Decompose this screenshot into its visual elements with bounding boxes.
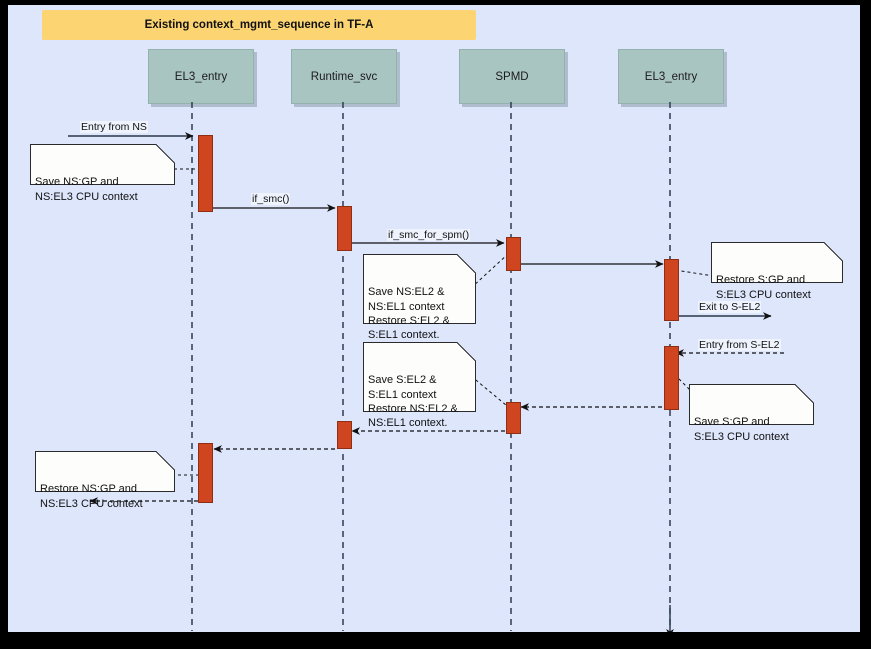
- message-label-if-smc-for-spm: if_smc_for_spm(): [387, 229, 471, 241]
- diagram-title-banner: Existing context_mgmt_sequence in TF-A: [42, 10, 476, 40]
- note-fold-icon: [156, 451, 175, 470]
- lifeline-label: EL3_entry: [644, 70, 698, 83]
- message-label-entry-from-ns: Entry from NS: [80, 121, 148, 133]
- activation-bar-spmd-2: [506, 402, 521, 434]
- lifeline-dashes: [191, 102, 671, 631]
- diagram-vector-layer: [68, 102, 784, 632]
- lifeline-box-spmd[interactable]: SPMD: [459, 49, 565, 104]
- note-restore-s-gp-el3: Restore S:GP and S:EL3 CPU context: [711, 242, 843, 301]
- lifeline-label: SPMD: [495, 70, 529, 83]
- note-fold-icon: [457, 254, 476, 273]
- activation-bar-el3entry-2-first: [664, 259, 679, 321]
- note-text: Save NS:GP and NS:EL3 CPU context: [35, 176, 138, 203]
- note-text: Save NS:EL2 & NS:EL1 context Restore S:E…: [368, 286, 450, 342]
- lifeline-label: Runtime_svc: [310, 70, 378, 83]
- note-fold-icon: [795, 384, 814, 403]
- lifeline-box-runtime-svc[interactable]: Runtime_svc: [291, 49, 397, 104]
- note-save-s-gp-el3: Save S:GP and S:EL3 CPU context: [689, 384, 814, 443]
- activation-bar-runtime-svc-1: [337, 206, 352, 251]
- activation-bar-el3entry-1: [198, 135, 213, 212]
- note-save-ns-gp-el3: Save NS:GP and NS:EL3 CPU context: [30, 144, 175, 203]
- activation-bar-spmd-1: [506, 237, 521, 271]
- note-restore-ns-gp-el3: Restore NS:GP and NS:EL3 CPU context: [35, 451, 175, 510]
- note-save-ns-el2-restore-s-el2: Save NS:EL2 & NS:EL1 context Restore S:E…: [363, 254, 476, 341]
- activation-bar-el3entry-1-second: [198, 443, 213, 503]
- note-fold-icon: [457, 342, 476, 361]
- activation-bar-runtime-svc-2: [337, 421, 352, 449]
- diagram-canvas: Existing context_mgmt_sequence in TF-A E…: [8, 5, 860, 632]
- message-label-exit-to-sel2: Exit to S-EL2: [698, 301, 762, 313]
- note-fold-icon: [824, 242, 843, 261]
- note-text: Restore S:GP and S:EL3 CPU context: [716, 274, 811, 301]
- diagram-title: Existing context_mgmt_sequence in TF-A: [144, 19, 374, 31]
- lifeline-box-el3-entry-1[interactable]: EL3_entry: [148, 49, 254, 104]
- activation-bar-el3entry-2-second: [664, 346, 679, 410]
- message-label-entry-from-sel2: Entry from S-EL2: [698, 339, 781, 351]
- lifeline-label: EL3_entry: [174, 70, 228, 83]
- note-text: Save S:EL2 & S:EL1 context Restore NS:EL…: [368, 374, 458, 430]
- message-label-if-smc: if_smc(): [251, 193, 291, 205]
- note-fold-icon: [156, 144, 175, 163]
- note-text: Save S:GP and S:EL3 CPU context: [694, 416, 789, 443]
- lifeline-box-el3-entry-2[interactable]: EL3_entry: [618, 49, 724, 104]
- note-save-s-el2-restore-ns-el2: Save S:EL2 & S:EL1 context Restore NS:EL…: [363, 342, 476, 429]
- note-text: Restore NS:GP and NS:EL3 CPU context: [40, 483, 143, 510]
